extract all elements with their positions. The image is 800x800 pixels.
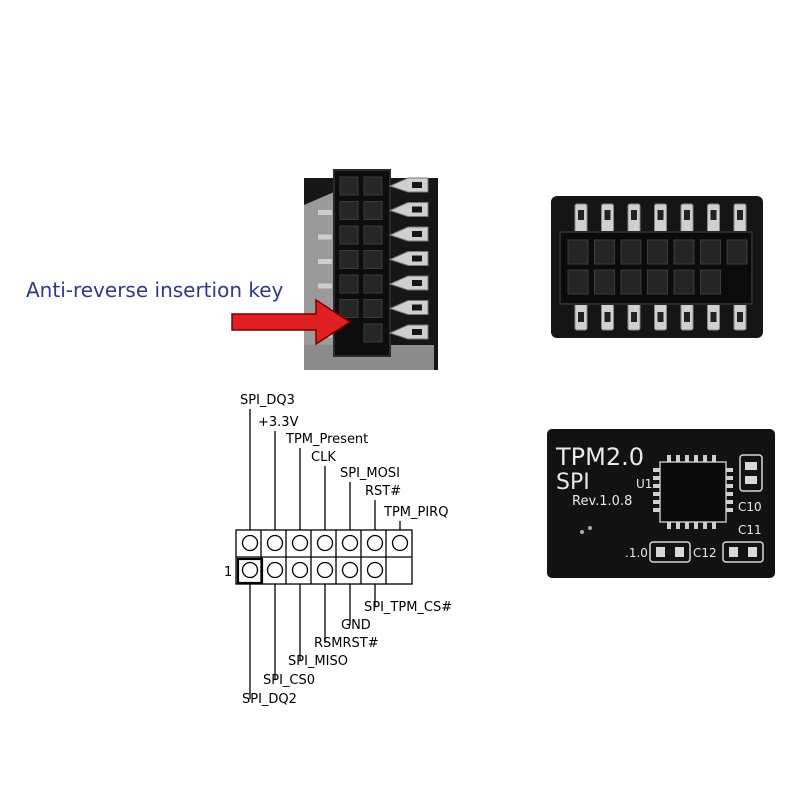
- connector-pin: [318, 259, 332, 264]
- pin-top-2: [266, 534, 284, 552]
- connector-pin: [388, 226, 429, 242]
- module-hole: [567, 239, 589, 265]
- pin-label-top-3: TPM_Present: [285, 432, 368, 447]
- module-hole: [700, 269, 721, 295]
- pcb-subtitle: SPI: [556, 470, 590, 495]
- module-hole: [620, 239, 642, 265]
- pin-bottom-4: [316, 561, 334, 579]
- pin-label-top-6: RST#: [365, 484, 401, 499]
- c12-pad: [649, 541, 691, 563]
- connector-pin: [318, 210, 332, 215]
- pin-label-bottom-3: RSMRST#: [314, 636, 379, 651]
- insertion-key-label: Anti-reverse insertion key: [26, 278, 284, 302]
- pin-label-bottom-6: SPI_DQ2: [242, 692, 297, 707]
- module-hole: [594, 239, 615, 265]
- pin-bottom-1: [241, 561, 259, 579]
- pin-label-bottom-1: SPI_TPM_CS#: [364, 600, 452, 615]
- pin-top-1: [241, 534, 259, 552]
- pin1-marker: 1: [224, 565, 232, 580]
- c10-label: C10: [738, 500, 762, 514]
- pin-label-bottom-5: SPI_CS0: [263, 673, 315, 688]
- module-hole: [647, 269, 668, 295]
- pin-label-bottom-4: SPI_MISO: [288, 654, 348, 669]
- pin-label-top-4: CLK: [311, 450, 336, 465]
- c12-label: C12: [693, 546, 717, 560]
- c10-pad: [739, 454, 763, 492]
- pin-bottom-6: [366, 561, 384, 579]
- connector-pin: [388, 300, 429, 315]
- connector-hole: [339, 274, 359, 294]
- connector-hole: [339, 201, 359, 220]
- red-arrow: [231, 298, 352, 346]
- connector-hole: [339, 250, 359, 269]
- pin-label-top-5: SPI_MOSI: [340, 466, 400, 481]
- connector-pin: [388, 202, 429, 217]
- connector-pin: [388, 275, 429, 291]
- connector-hole: [363, 201, 383, 220]
- connector-hole: [339, 299, 359, 318]
- module-hole: [620, 269, 642, 295]
- connector-pin: [388, 177, 429, 193]
- module-hole: [567, 269, 589, 295]
- connector-hole: [363, 225, 383, 245]
- pin-top-3: [291, 534, 309, 552]
- pin-bottom-3: [291, 561, 309, 579]
- pin-top-6: [366, 534, 384, 552]
- pin-label-top-2: +3.3V: [258, 415, 299, 430]
- connector-hole: [363, 299, 383, 318]
- u1-label: U1: [636, 477, 652, 491]
- connector-pin: [388, 324, 429, 340]
- pcb-title: TPM2.0: [555, 443, 644, 471]
- pin-bottom-2: [266, 561, 284, 579]
- connector-hole: [339, 176, 359, 196]
- pin-bottom-5: [341, 561, 359, 579]
- module-hole: [700, 239, 721, 265]
- module-hole: [726, 239, 748, 265]
- connector-pin: [318, 234, 332, 240]
- module-hole: [647, 239, 668, 265]
- insertion-key-slot: [343, 326, 359, 348]
- pin-top-7: [391, 534, 409, 552]
- connector-hole: [363, 274, 383, 294]
- c11-pad: [722, 541, 764, 563]
- connector-pin: [388, 251, 429, 266]
- pcb-revision: Rev.1.0.8: [572, 494, 632, 509]
- pin1-square: [236, 557, 264, 585]
- pin-top-4: [316, 534, 334, 552]
- connector-pin: [318, 283, 332, 289]
- connector-hole: [363, 176, 383, 196]
- module-hole: [673, 269, 695, 295]
- pin-label-top-1: SPI_DQ3: [240, 393, 295, 408]
- module-hole: [594, 269, 615, 295]
- connector-hole: [363, 250, 383, 269]
- pin-label-bottom-2: GND: [341, 618, 371, 633]
- tpm-chip: [659, 461, 727, 523]
- pin-label-top-7: TPM_PIRQ: [383, 505, 448, 520]
- pin-top-5: [341, 534, 359, 552]
- connector-hole: [363, 323, 383, 343]
- module-hole: [673, 239, 695, 265]
- connector-hole: [339, 225, 359, 245]
- edge-mark: .1.0: [625, 546, 648, 560]
- c11-label: C11: [738, 523, 762, 537]
